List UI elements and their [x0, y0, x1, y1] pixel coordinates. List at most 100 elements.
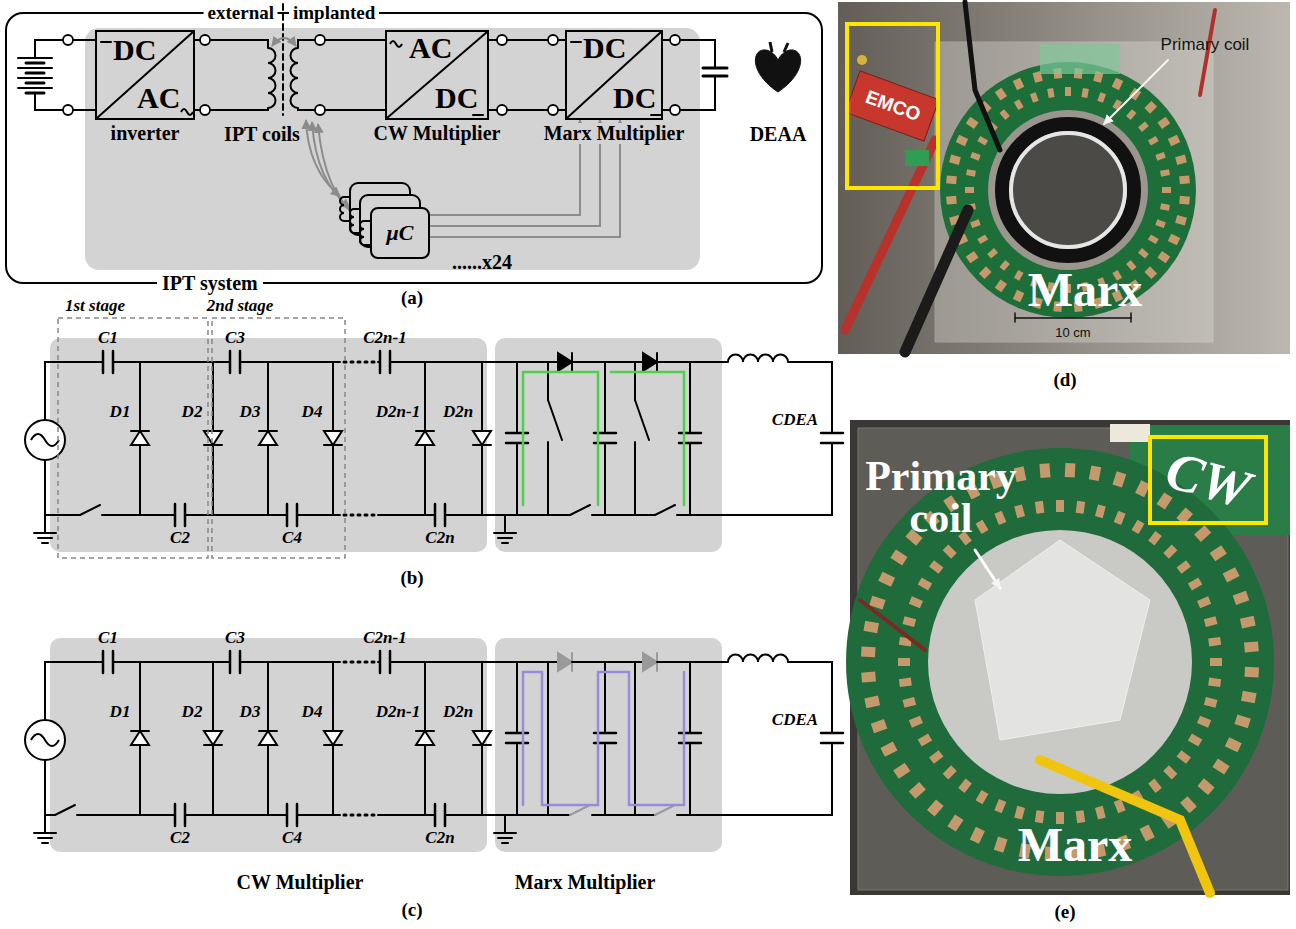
photo-callout: Primary coil — [1161, 36, 1250, 54]
copper-pad — [976, 790, 989, 804]
wire — [240, 361, 340, 363]
wire — [45, 662, 103, 720]
converter-block: DCDCMarx Multiplier — [565, 30, 663, 120]
terminal — [670, 35, 680, 45]
wire — [831, 443, 833, 515]
component-label: C4 — [282, 529, 302, 547]
wire — [424, 745, 426, 815]
diode-symbol — [558, 653, 572, 671]
wire — [139, 662, 141, 731]
ac-mark — [390, 41, 402, 47]
capacitor-plate — [506, 432, 528, 435]
diode-symbol — [473, 731, 491, 745]
copper-pad — [976, 520, 989, 534]
component-label: IPT coils — [224, 124, 300, 145]
dc-mark — [651, 114, 661, 116]
diode-symbol — [259, 431, 277, 445]
copper-pad — [1179, 196, 1190, 205]
diode-symbol — [259, 731, 277, 745]
wire — [297, 514, 340, 516]
copper-pad — [890, 549, 907, 565]
diode-symbol — [416, 431, 434, 445]
terminal-block — [905, 150, 929, 166]
component-label: D1 — [110, 703, 131, 721]
block-caption: CW Multiplier — [371, 123, 504, 144]
switch-symbol — [55, 805, 75, 815]
wire — [604, 362, 606, 433]
wire — [677, 514, 832, 516]
ellipsis-dots — [344, 361, 374, 364]
wire — [604, 443, 606, 515]
dc-mark — [473, 114, 483, 116]
copper-pad — [1138, 248, 1149, 258]
capacitor-plate — [229, 651, 232, 673]
wire — [516, 362, 518, 433]
copper-pad — [902, 697, 916, 708]
copper-pad — [1138, 121, 1149, 131]
count-label: ......x24 — [452, 252, 512, 273]
capacitor-plate — [679, 732, 701, 735]
diode-symbol — [204, 431, 222, 445]
copper-pad — [1056, 500, 1064, 512]
wire — [689, 443, 691, 515]
copper-pad — [943, 545, 957, 559]
wire — [680, 40, 715, 68]
separator-line — [282, 4, 284, 115]
wire — [45, 362, 103, 420]
capacitor-plate — [821, 432, 843, 435]
component-label: C2n — [425, 829, 454, 847]
copper-pad — [1188, 734, 1202, 747]
diode-symbol — [416, 731, 434, 745]
capacitor-plate — [506, 732, 528, 735]
ac-source — [25, 720, 65, 760]
copper-pad — [1112, 471, 1126, 487]
wire — [547, 662, 549, 700]
copper-pad — [970, 219, 981, 228]
component — [857, 55, 867, 65]
switch-symbol — [548, 400, 562, 440]
copper-pad — [977, 136, 988, 146]
wire — [297, 814, 340, 816]
panel-tag: (b) — [400, 568, 423, 588]
component-label: C1 — [98, 629, 118, 647]
copper-pad — [861, 647, 876, 658]
copper-pad — [1175, 155, 1187, 165]
coil-former — [1011, 133, 1125, 247]
copper-pad — [918, 734, 932, 747]
copper-pad — [1175, 215, 1187, 225]
copper-pad — [1208, 678, 1221, 687]
copper-pad — [1148, 234, 1159, 244]
copper-pad — [918, 578, 932, 591]
copper-pad — [1155, 219, 1166, 228]
wire — [45, 460, 80, 515]
diode-symbol — [416, 730, 434, 732]
wire — [267, 445, 269, 515]
wire — [35, 40, 63, 58]
copper-pad — [1132, 520, 1145, 534]
terminal-block — [1110, 424, 1150, 442]
wire — [547, 442, 549, 515]
switch-symbol — [634, 700, 636, 742]
copper-pad — [909, 716, 923, 728]
component-label: C2n-1 — [363, 329, 406, 347]
diode-symbol — [131, 431, 149, 445]
wire — [516, 743, 518, 815]
capacitor-plate — [379, 651, 382, 673]
copper-pad — [1197, 596, 1211, 608]
wire — [210, 40, 268, 48]
switch-symbol — [655, 805, 675, 815]
cable — [860, 600, 925, 650]
dc-mark — [101, 41, 111, 43]
photo-d — [838, 2, 1290, 354]
ground-symbol — [502, 542, 508, 544]
device-marking: EMCO — [862, 87, 922, 125]
copper-pad — [966, 117, 979, 129]
capacitor-plate — [821, 732, 843, 735]
copper-pad — [1047, 88, 1054, 98]
copper-pad — [994, 511, 1006, 525]
component-label: D4 — [302, 403, 323, 421]
diode-symbol — [324, 444, 342, 446]
copper-pad — [1097, 92, 1106, 103]
wire — [504, 815, 506, 833]
copper-pad — [1148, 779, 1162, 793]
